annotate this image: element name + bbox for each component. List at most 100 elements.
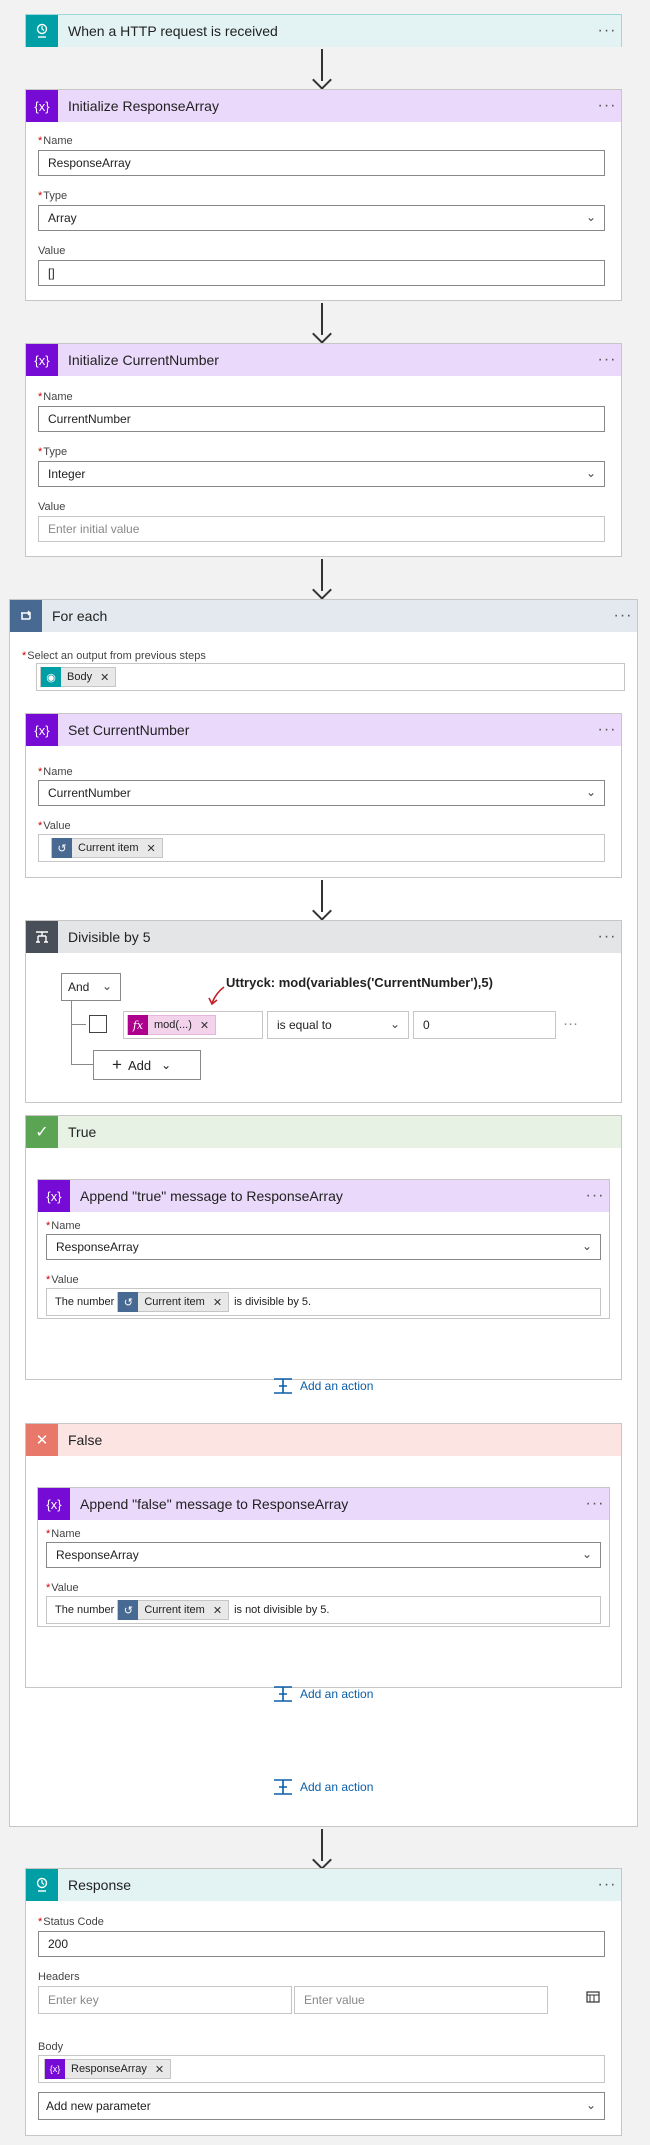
- responsearray-token[interactable]: {x}ResponseArray✕: [44, 2059, 172, 2079]
- remove-token-icon[interactable]: ✕: [199, 1019, 210, 1032]
- operator-dropdown[interactable]: is equal to⌄: [267, 1011, 409, 1039]
- action-more-menu[interactable]: ···: [597, 97, 617, 114]
- flow-arrow: [312, 1829, 332, 1870]
- action-title[interactable]: Append "false" message to ResponseArray: [80, 1496, 349, 1512]
- loop-icon: [10, 600, 42, 632]
- plus-icon: +: [112, 1055, 122, 1074]
- action-title[interactable]: Initialize CurrentNumber: [68, 352, 219, 368]
- initialize-currentnumber-card: {x} Initialize CurrentNumber ··· *Name C…: [25, 343, 622, 557]
- action-more-menu[interactable]: ···: [597, 351, 617, 368]
- remove-token-icon[interactable]: ✕: [146, 842, 156, 855]
- flow-arrow: [312, 880, 332, 921]
- current-item-token[interactable]: ↺Current item✕: [51, 838, 163, 858]
- header-key-field[interactable]: Enter key: [38, 1986, 292, 2014]
- response-title[interactable]: Response: [68, 1877, 132, 1893]
- value-label: Value: [38, 501, 66, 513]
- variable-icon: {x}: [38, 1488, 70, 1520]
- remove-token-icon[interactable]: ✕: [100, 671, 110, 684]
- switch-to-text-mode-icon[interactable]: [585, 1989, 601, 2008]
- for-each-more-menu[interactable]: ···: [613, 607, 633, 624]
- name-field[interactable]: CurrentNumber: [38, 406, 605, 432]
- action-more-menu[interactable]: ···: [597, 721, 617, 738]
- body-token[interactable]: ◉Body✕: [40, 667, 117, 687]
- add-action-button[interactable]: Add an action: [272, 1377, 373, 1395]
- name-field[interactable]: ResponseArray: [38, 150, 605, 176]
- name-label: *Name: [38, 766, 73, 778]
- tree-connector: [71, 1024, 86, 1025]
- add-action-button[interactable]: Add an action: [272, 1778, 373, 1796]
- body-label: Body: [38, 2041, 64, 2053]
- header-value-field[interactable]: Enter value: [294, 1986, 548, 2014]
- name-label: *Name: [46, 1220, 81, 1232]
- branch-title: True: [68, 1124, 97, 1140]
- trigger-title: When a HTTP request is received: [68, 23, 278, 39]
- action-title[interactable]: Set CurrentNumber: [68, 722, 190, 738]
- function-icon: fx: [128, 1015, 148, 1035]
- add-action-icon: [272, 1778, 294, 1796]
- row-more-menu[interactable]: ···: [563, 1015, 578, 1032]
- chevron-down-icon: ⌄: [585, 466, 596, 480]
- chevron-down-icon: ⌄: [389, 1017, 400, 1031]
- row-checkbox[interactable]: [89, 1015, 107, 1033]
- chevron-down-icon: ⌄: [581, 1239, 592, 1253]
- current-item-token[interactable]: ↺Current item✕: [117, 1292, 230, 1312]
- set-currentnumber-card: {x} Set CurrentNumber ··· *Name CurrentN…: [25, 713, 622, 878]
- close-icon: ✕: [26, 1424, 58, 1456]
- append-false-card: {x} Append "false" message to ResponseAr…: [37, 1487, 610, 1627]
- value-field[interactable]: The number ↺Current item✕ is not divisib…: [46, 1596, 601, 1624]
- http-request-icon: [26, 1869, 58, 1901]
- value-field[interactable]: []: [38, 260, 605, 286]
- condition-title[interactable]: Divisible by 5: [68, 929, 151, 945]
- variable-icon: {x}: [26, 90, 58, 122]
- chevron-down-icon: ⌄: [585, 785, 596, 799]
- remove-token-icon[interactable]: ✕: [154, 2063, 165, 2076]
- http-trigger-card[interactable]: When a HTTP request is received ···: [25, 14, 622, 47]
- annotation-arrow-icon: [206, 985, 228, 1010]
- response-more-menu[interactable]: ···: [597, 1876, 617, 1893]
- action-more-menu[interactable]: ···: [585, 1187, 605, 1204]
- add-action-icon: [272, 1377, 294, 1395]
- add-new-parameter-dropdown[interactable]: Add new parameter⌄: [38, 2092, 605, 2120]
- action-more-menu[interactable]: ···: [585, 1495, 605, 1512]
- expression-annotation: Uttryck: mod(variables('CurrentNumber'),…: [226, 975, 493, 990]
- condition-more-menu[interactable]: ···: [597, 928, 617, 945]
- action-title[interactable]: Append "true" message to ResponseArray: [80, 1188, 343, 1204]
- initialize-responsearray-card: {x} Initialize ResponseArray ··· *Name R…: [25, 89, 622, 301]
- add-action-button[interactable]: Add an action: [272, 1685, 373, 1703]
- variable-icon: {x}: [45, 2059, 65, 2079]
- current-item-token[interactable]: ↺Current item✕: [117, 1600, 230, 1620]
- loop-icon: ↺: [118, 1292, 139, 1312]
- check-icon: ✓: [26, 1116, 58, 1148]
- select-output-field[interactable]: ◉Body✕: [36, 663, 625, 691]
- type-dropdown[interactable]: Array⌄: [38, 205, 605, 231]
- and-or-dropdown[interactable]: And⌄: [61, 973, 121, 1001]
- add-condition-button[interactable]: +Add⌄: [93, 1050, 201, 1080]
- value-field[interactable]: Enter initial value: [38, 516, 605, 542]
- variable-icon: {x}: [26, 344, 58, 376]
- add-action-icon: [272, 1685, 294, 1703]
- name-label: *Name: [38, 135, 73, 147]
- chevron-down-icon: ⌄: [101, 979, 112, 993]
- condition-right-operand[interactable]: 0: [413, 1011, 556, 1039]
- remove-token-icon[interactable]: ✕: [212, 1604, 223, 1617]
- value-label: *Value: [46, 1582, 79, 1594]
- tree-connector: [71, 1001, 91, 1065]
- value-field[interactable]: The number ↺Current item✕ is divisible b…: [46, 1288, 601, 1316]
- headers-label: Headers: [38, 1971, 80, 1983]
- select-output-label: *Select an output from previous steps: [22, 650, 206, 662]
- action-title[interactable]: Initialize ResponseArray: [68, 98, 219, 114]
- value-field[interactable]: ↺Current item✕: [38, 834, 605, 862]
- type-dropdown[interactable]: Integer⌄: [38, 461, 605, 487]
- status-code-field[interactable]: 200: [38, 1931, 605, 1957]
- for-each-title[interactable]: For each: [52, 608, 108, 624]
- body-field[interactable]: {x}ResponseArray✕: [38, 2055, 605, 2083]
- remove-token-icon[interactable]: ✕: [212, 1296, 223, 1309]
- name-dropdown[interactable]: ResponseArray⌄: [46, 1542, 601, 1568]
- name-dropdown[interactable]: CurrentNumber⌄: [38, 780, 605, 806]
- name-dropdown[interactable]: ResponseArray⌄: [46, 1234, 601, 1260]
- trigger-more-menu[interactable]: ···: [597, 22, 617, 39]
- chevron-down-icon: ⌄: [581, 1547, 592, 1561]
- type-label: *Type: [38, 446, 68, 458]
